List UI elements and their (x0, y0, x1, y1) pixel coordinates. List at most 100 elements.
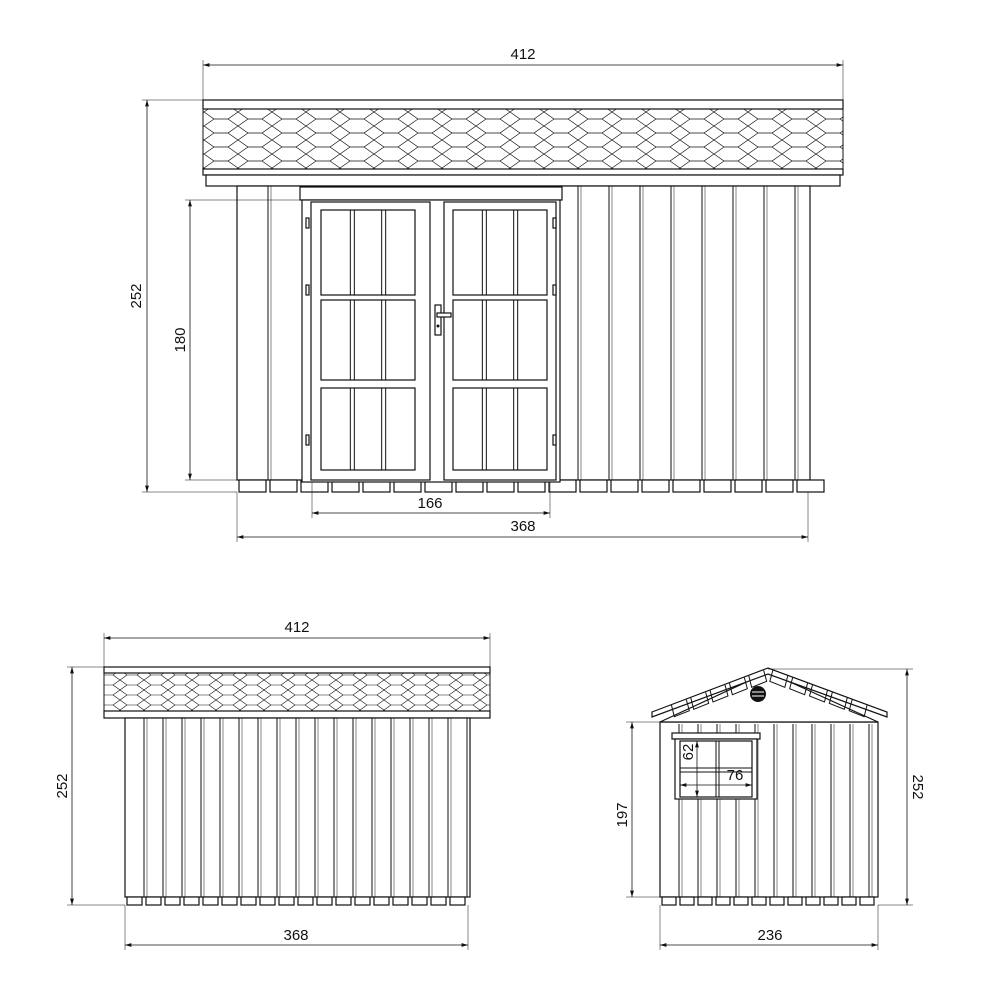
dim-label: 62 (680, 744, 697, 761)
vent-icon (750, 686, 766, 702)
side-roof-ridge-board (103, 666, 491, 674)
dim-label: 197 (614, 802, 631, 827)
foundation-block (751, 896, 767, 906)
dim-label: 166 (417, 495, 442, 512)
foundation-block (765, 479, 794, 493)
foundation-block (703, 479, 732, 493)
dim-side-roof-width: 412 (103, 619, 491, 667)
dim-front-roof-width: 412 (202, 46, 844, 100)
door-hinges-icon (305, 217, 557, 446)
dim-window-width: 76 (680, 767, 752, 787)
foundation-block (859, 896, 875, 906)
roof-tile (808, 684, 828, 703)
right-door-leaf[interactable] (443, 201, 557, 481)
gable-triangle (659, 671, 879, 723)
foundation-block (269, 479, 298, 493)
foundation-block (841, 896, 857, 906)
door-panel (452, 387, 548, 471)
dim-window-height: 62 (680, 741, 699, 797)
roof-tile (709, 684, 729, 703)
dim-label: 180 (172, 327, 189, 352)
foundation-block (183, 896, 200, 906)
gable-roof-edge (651, 667, 888, 718)
roof-tile (828, 692, 848, 711)
gable-roof-tiles (670, 670, 868, 718)
foundation-block (733, 896, 749, 906)
foundation-block (610, 479, 639, 493)
front-wall-planks (267, 186, 799, 480)
foundation-block (145, 896, 162, 906)
front-roof-ridge-board (202, 99, 844, 110)
foundation-block (126, 896, 143, 906)
foundation-block (823, 896, 839, 906)
door-panel (320, 387, 416, 471)
foundation-block (548, 479, 577, 493)
side-wall (124, 717, 471, 898)
dim-side-wall-width: 368 (124, 905, 469, 950)
foundation-block (787, 896, 803, 906)
long-side-view: 412 252 368 (54, 619, 491, 950)
foundation-block (335, 896, 352, 906)
foundation-block (278, 896, 295, 906)
dim-label: 412 (284, 619, 309, 636)
left-door-leaf[interactable] (310, 201, 431, 481)
foundation-block (796, 479, 825, 493)
foundation-block (430, 896, 447, 906)
foundation-block (641, 479, 670, 493)
roof-tile (728, 677, 748, 696)
dim-label: 236 (757, 927, 782, 944)
foundation-block (240, 896, 257, 906)
door-header (299, 186, 563, 201)
dim-door-height: 180 (172, 199, 302, 481)
door-panel (452, 209, 548, 296)
dim-gable-wall-height: 197 (614, 721, 660, 898)
front-foundation-blocks (238, 479, 825, 493)
dim-label: 368 (510, 518, 535, 535)
door-panel (452, 299, 548, 381)
dim-gable-total-height: 252 (768, 668, 926, 906)
side-roof-fascia (103, 710, 491, 719)
gable-foundation-blocks (661, 896, 875, 906)
foundation-block (316, 896, 333, 906)
front-roof-shingles (202, 108, 844, 170)
foundation-block (805, 896, 821, 906)
dim-label: 368 (283, 927, 308, 944)
dim-label: 412 (510, 46, 535, 63)
roof-tile (748, 670, 768, 689)
dim-side-total-height: 252 (54, 666, 125, 906)
roof-tile (769, 670, 789, 689)
foundation-block (354, 896, 371, 906)
foundation-block (202, 896, 219, 906)
gable-view: 62 76 197 252 236 (614, 667, 926, 950)
roof-tile (690, 692, 710, 711)
foundation-block (373, 896, 390, 906)
foundation-block (221, 896, 238, 906)
dim-label: 252 (54, 773, 71, 798)
foundation-block (449, 896, 466, 906)
roof-tile (789, 677, 809, 696)
door-panel (320, 209, 416, 296)
foundation-block (715, 896, 731, 906)
foundation-block (734, 479, 763, 493)
foundation-block (672, 479, 701, 493)
dim-label: 252 (909, 774, 926, 799)
dim-front-total-height: 252 (128, 99, 237, 493)
dim-front-wall-width: 368 (236, 492, 809, 542)
door-handle-icon[interactable] (434, 304, 452, 336)
foundation-block (238, 479, 267, 493)
front-roof-fascia (202, 168, 844, 176)
foundation-block (392, 896, 409, 906)
foundation-block (259, 896, 276, 906)
foundation-block (697, 896, 713, 906)
side-wall-planks (143, 718, 471, 897)
dim-door-width: 166 (311, 482, 551, 518)
front-roof-fascia-lower (205, 174, 841, 187)
foundation-block (679, 896, 695, 906)
foundation-block (297, 896, 314, 906)
dim-gable-wall-width: 236 (659, 905, 879, 950)
foundation-block (661, 896, 677, 906)
side-roof-shingles (103, 672, 491, 712)
side-foundation-blocks (126, 896, 466, 906)
dim-label: 76 (727, 767, 744, 784)
